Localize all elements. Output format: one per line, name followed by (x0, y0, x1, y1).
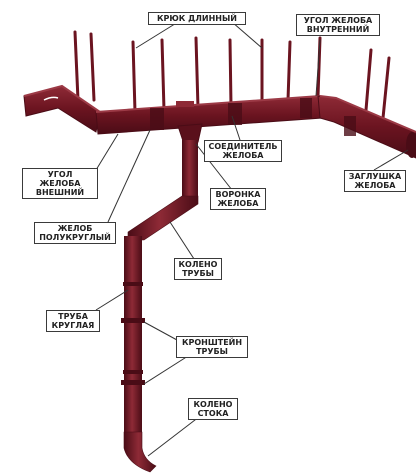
label-connector: СОЕДИНИТЕЛЬ ЖЕЛОБА (204, 140, 282, 162)
label-hook-long: КРЮК ДЛИННЫЙ (148, 12, 246, 25)
label-gutter: ЖЕЛОБ ПОЛУКРУГЛЫЙ (34, 222, 116, 244)
label-pipe-elbow: КОЛЕНО ТРУБЫ (174, 258, 222, 280)
label-funnel: ВОРОНКА ЖЕЛОБА (210, 188, 266, 210)
label-corner-outer: УГОЛ ЖЕЛОБА ВНЕШНИЙ (22, 168, 98, 199)
label-corner-inner: УГОЛ ЖЕЛОБА ВНУТРЕННИЙ (296, 14, 380, 36)
label-drain-elbow: КОЛЕНО СТОКА (188, 398, 238, 420)
label-end-cap: ЗАГЛУШКА ЖЕЛОБА (344, 170, 406, 192)
label-pipe-round: ТРУБА КРУГЛАЯ (46, 310, 100, 332)
label-pipe-bracket: КРОНШТЕЙН ТРУБЫ (176, 336, 248, 358)
